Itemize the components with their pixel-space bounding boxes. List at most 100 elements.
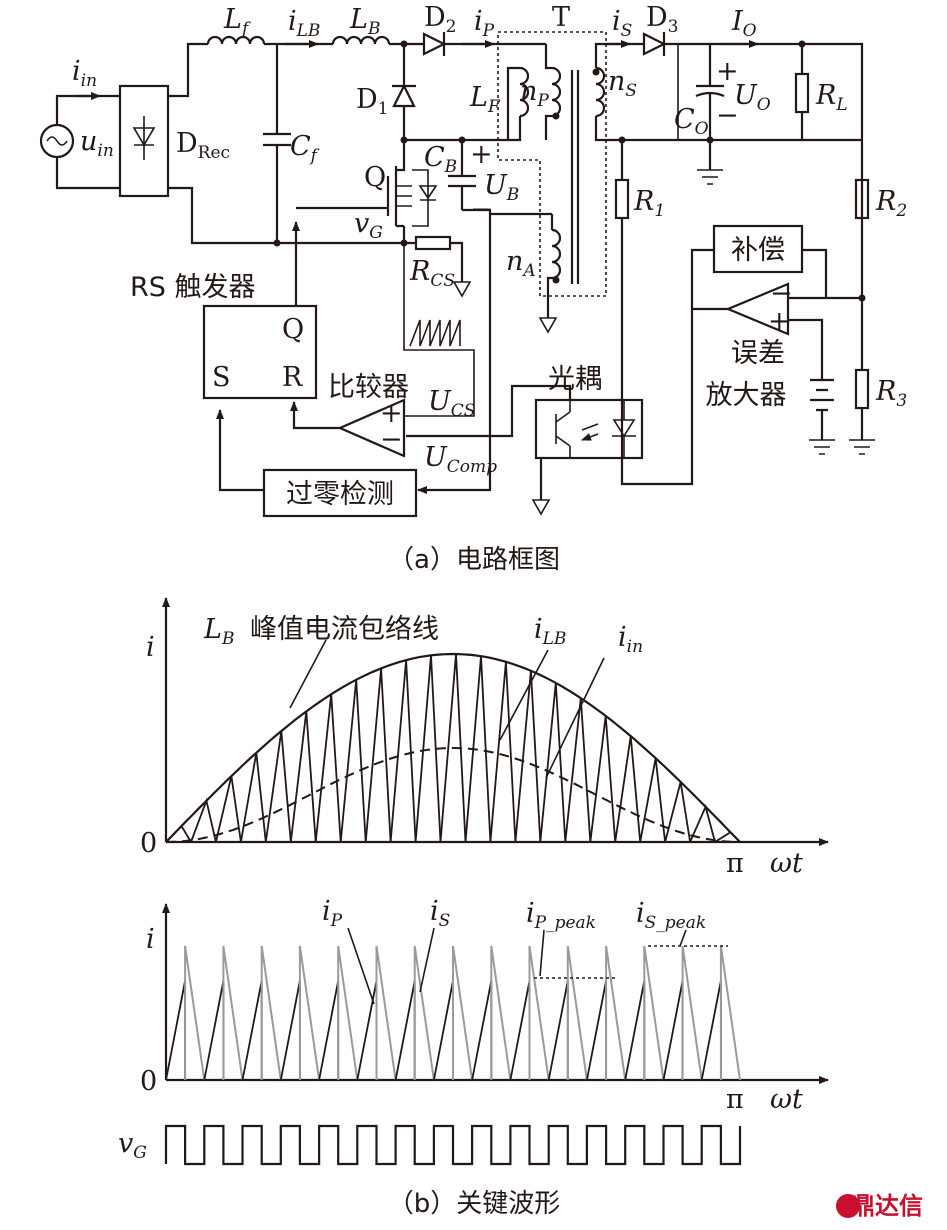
d2-label: D2 xyxy=(424,2,456,37)
r1-resistor xyxy=(614,178,630,220)
transformer-enclosure xyxy=(497,31,607,297)
ilb-triangle xyxy=(364,668,392,843)
r3-resistor xyxy=(854,368,870,410)
is-pulse xyxy=(566,945,588,1081)
sawtooth-icon xyxy=(409,319,461,347)
compensation-label: 补偿 xyxy=(731,235,785,266)
rs-trigger-label: RS 触发器 xyxy=(130,272,255,303)
lb-inductor xyxy=(331,35,391,45)
d3-label: D3 xyxy=(646,2,678,37)
envelope-label: LB xyxy=(203,614,234,649)
rl-label: RL xyxy=(815,80,848,115)
co-label: CO xyxy=(674,104,709,139)
ucomp-label: UComp xyxy=(424,442,497,477)
is-pulse xyxy=(375,945,397,1081)
is-pulse xyxy=(184,945,206,1081)
ilb-triangle xyxy=(339,679,367,843)
plot1-pi: π xyxy=(726,848,744,879)
r3-label: R3 xyxy=(875,376,907,411)
rs-trigger xyxy=(202,304,318,400)
plot2-xlabel: ωt xyxy=(770,1084,803,1115)
na-winding xyxy=(551,228,562,280)
error-amplifier xyxy=(725,282,790,336)
cmp-plus: + xyxy=(380,398,403,429)
ac-source xyxy=(39,92,120,190)
ilb-triangle xyxy=(240,752,267,843)
np-label: nP xyxy=(520,76,549,111)
t-label: T xyxy=(552,2,570,33)
ip-label: iP xyxy=(474,6,495,41)
r2-label: R2 xyxy=(875,186,907,221)
is-peak-label: iS_peak xyxy=(636,898,706,933)
ip-pulse xyxy=(394,980,416,1081)
comparator xyxy=(337,398,406,458)
ip-pulse xyxy=(662,980,684,1081)
ilb-triangle xyxy=(564,698,592,843)
ilb-triangle xyxy=(614,735,642,843)
r1-label: R1 xyxy=(633,186,665,221)
ip-pulse xyxy=(433,980,454,1081)
d2-diode xyxy=(422,32,447,56)
ilb-triangle xyxy=(264,730,292,843)
watermark: 鼎达信 xyxy=(836,1192,923,1220)
ilb-triangle xyxy=(514,670,542,843)
ip-pulse xyxy=(356,980,378,1081)
is-label: iS xyxy=(430,896,450,931)
envelope-curve xyxy=(165,652,741,843)
plot1-origin: 0 xyxy=(140,828,157,859)
comparator-label: 比较器 xyxy=(328,372,409,403)
error-amp-label-2: 放大器 xyxy=(706,380,787,411)
q-label: Q xyxy=(364,162,386,193)
plot2-origin: 0 xyxy=(140,1066,157,1097)
plot-ilb: i 0 π ωt LB 峰值电流包络线 iLB iin xyxy=(140,597,829,879)
is-pulse xyxy=(260,945,282,1081)
is-pulse xyxy=(298,945,321,1081)
uo-label: UO xyxy=(734,80,771,115)
is-pulse xyxy=(490,945,512,1081)
is-pulse xyxy=(605,945,627,1081)
u-in-label: uin xyxy=(80,126,114,161)
is-pulse xyxy=(528,945,550,1081)
plot2-ylabel: i xyxy=(146,924,155,955)
iin-curve xyxy=(165,746,741,843)
is-pulse xyxy=(681,945,703,1081)
cb-minus: − xyxy=(470,194,493,225)
is-pulse xyxy=(337,945,359,1081)
np-winding xyxy=(551,66,562,118)
watermark-text: 鼎达信 xyxy=(851,1192,923,1220)
transformer-core xyxy=(570,70,580,284)
rcs-resistor xyxy=(414,235,452,251)
rs-r-label: R xyxy=(282,362,303,393)
lf-label: Lf xyxy=(223,4,251,39)
rs-s-label: S xyxy=(212,362,231,393)
optocoupler-label: 光耦 xyxy=(548,364,602,395)
ns-winding xyxy=(595,66,606,118)
ilb-triangle xyxy=(664,781,691,843)
caption-a: （a）电路框图 xyxy=(388,545,560,575)
d3-diode xyxy=(642,32,667,56)
vg-square-wave xyxy=(164,1124,742,1166)
plot2-pi: π xyxy=(726,1084,744,1115)
plot1-ylabel: i xyxy=(146,632,155,663)
ip-pulse xyxy=(241,980,263,1081)
is-pulse xyxy=(452,945,474,1081)
ip-pulse xyxy=(509,980,531,1081)
io-label: IO xyxy=(731,6,757,41)
ilb-triangle xyxy=(190,797,217,843)
d1-label: D1 xyxy=(356,84,388,119)
ilb-triangle xyxy=(389,660,417,843)
is-label: iS xyxy=(612,6,632,41)
co-capacitor xyxy=(695,44,725,170)
caption-b: （b）关键波形 xyxy=(388,1189,561,1219)
ip-pulse xyxy=(203,980,225,1081)
plot1-xlabel: ωt xyxy=(770,848,803,879)
ip-pulse xyxy=(586,980,607,1081)
ip-peak-label: iP_peak xyxy=(526,898,596,933)
zero-detect-label: 过零检测 xyxy=(286,479,394,510)
d1-diode xyxy=(392,44,416,140)
i-in-label: iin xyxy=(72,56,97,91)
vg-label: vG xyxy=(118,1128,147,1163)
ilb-triangle xyxy=(639,758,666,843)
lf-inductor-primary xyxy=(519,66,530,118)
